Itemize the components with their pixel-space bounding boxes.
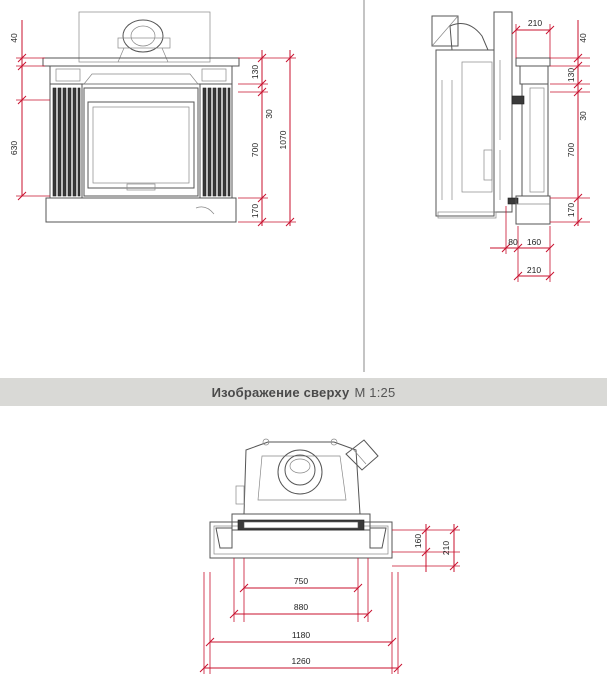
dim-top-160: 160 [413,534,423,548]
front-left-dimensions [16,20,50,201]
dim-side-130: 130 [566,68,576,82]
dim-front-30: 30 [264,109,274,119]
section-banner: Изображение сверху М 1:25 [0,378,607,406]
section-scale: М 1:25 [354,384,396,400]
dim-front-1070: 1070 [278,130,288,149]
front-right-dimensions [238,50,296,227]
dim-side-80: 80 [508,237,518,247]
top-right-dimensions [392,524,460,572]
side-top-dimension [511,24,555,58]
dim-side-210-bottom: 210 [527,265,541,275]
top-view-drawing [209,438,393,559]
dim-front-130: 130 [250,65,260,79]
side-view-drawing [431,11,551,225]
top-width-dimensions [199,558,403,674]
dim-front-630: 630 [9,141,19,155]
dim-side-40: 40 [578,33,588,43]
dim-front-700: 700 [250,143,260,157]
right-pillar-fluting [202,87,231,197]
dim-side-170: 170 [566,203,576,217]
dim-top-880: 880 [294,602,308,612]
dim-top-1180: 1180 [292,630,311,640]
dim-side-30: 30 [578,111,588,121]
dim-front-40: 40 [9,33,19,43]
dim-side-700: 700 [566,143,576,157]
left-pillar-fluting [52,87,81,197]
section-title: Изображение сверху [211,384,350,400]
dim-top-210: 210 [441,541,451,555]
front-view-drawing [42,11,240,223]
dim-top-1260: 1260 [292,656,311,666]
side-bottom-dimensions [490,206,555,282]
side-right-dimensions [550,20,590,227]
dim-front-170: 170 [250,204,260,218]
dim-side-210-top: 210 [528,18,542,28]
dim-side-160: 160 [527,237,541,247]
dim-top-750: 750 [294,576,308,586]
